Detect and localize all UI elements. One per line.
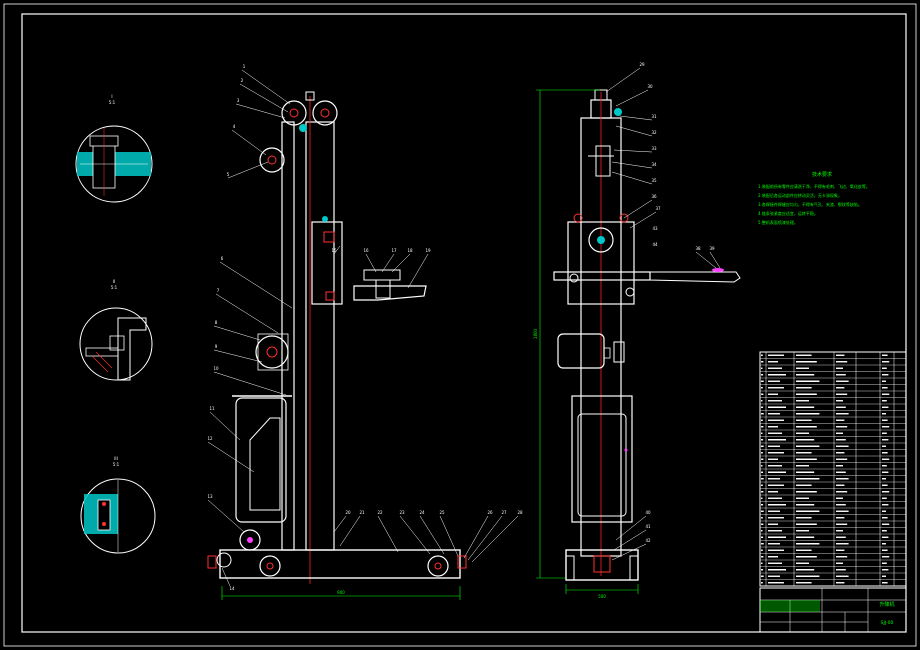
title-block: 升降机 SJJ-00 xyxy=(759,587,907,633)
side-view: 1800 500 29 30 31 32 33 34 35 36 37 38 39 40 41 42 43 4… xyxy=(533,62,741,599)
balloon-label: 44 xyxy=(652,242,658,247)
balloon-label: 11 xyxy=(209,406,215,411)
tech-req-line: 2.装配后各运动部件应转动灵活，无卡滞现象。 xyxy=(758,192,842,198)
balloon-label: 4 xyxy=(233,124,236,129)
detail-view-3: III 5:1 xyxy=(80,456,156,554)
detail-view-2: II 5:1 xyxy=(79,279,153,381)
balloon-label: 25 xyxy=(439,510,445,515)
balloon-label: 24 xyxy=(419,510,425,515)
balloon-label: 38 xyxy=(695,246,701,251)
balloon-label: 39 xyxy=(709,246,715,251)
balloon-label: 22 xyxy=(377,510,383,515)
balloon-label: 30 xyxy=(647,84,653,89)
balloon-label: 23 xyxy=(399,510,405,515)
front-dim-width: 900 xyxy=(337,590,345,595)
balloon-label: 18 xyxy=(407,248,413,253)
balloon-label: 43 xyxy=(652,226,658,231)
balloon-label: 28 xyxy=(517,510,523,515)
balloon-label: 32 xyxy=(651,130,657,135)
balloon-label: 35 xyxy=(651,178,657,183)
balloon-label: 10 xyxy=(213,366,219,371)
parts-list-table xyxy=(759,351,907,587)
detail-label: III xyxy=(114,456,118,461)
balloon-label: 13 xyxy=(207,494,213,499)
balloon-label: 16 xyxy=(363,248,369,253)
balloon-label: 6 xyxy=(221,256,224,261)
tech-req-line: 3.各焊接件焊缝应均匀，不得有气孔、夹渣、裂纹等缺陷。 xyxy=(758,201,862,207)
front-view: 900 xyxy=(207,64,523,600)
balloon-label: 27 xyxy=(501,510,507,515)
balloon-label: 26 xyxy=(487,510,493,515)
balloon-label: 1 xyxy=(243,64,246,69)
inner-border xyxy=(21,13,907,633)
balloon-label: 37 xyxy=(655,206,661,211)
tech-requirements: 技术要求 1.装配前所有零件应清洗干净，不得有毛刺、飞边、氧化皮等。 2.装配后… xyxy=(758,171,870,225)
detail-scale: 5:1 xyxy=(109,100,116,105)
tech-req-title: 技术要求 xyxy=(812,171,832,178)
balloon-label: 33 xyxy=(651,146,657,151)
balloon-label: 3 xyxy=(237,98,240,103)
detail-label: II xyxy=(113,279,115,284)
balloon-label: 29 xyxy=(639,62,645,67)
balloon-label: 5 xyxy=(227,172,230,177)
balloon-label: 2 xyxy=(241,78,244,83)
tech-req-line: 1.装配前所有零件应清洗干净，不得有毛刺、飞边、氧化皮等。 xyxy=(758,183,870,189)
balloon-label: 19 xyxy=(425,248,431,253)
detail-scale: 5:1 xyxy=(113,462,120,467)
balloon-label: 20 xyxy=(345,510,351,515)
drawing-title: 升降机 xyxy=(879,601,894,608)
side-dim-width: 500 xyxy=(598,594,606,599)
balloon-label: 31 xyxy=(651,114,657,119)
detail-view-1: I 5:1 xyxy=(75,94,153,203)
balloon-label: 14 xyxy=(229,586,235,591)
outer-border xyxy=(3,3,917,647)
tech-req-line: 4.链条张紧度应适宜，运转平稳。 xyxy=(758,210,818,216)
balloon-label: 7 xyxy=(217,288,220,293)
balloon-label: 9 xyxy=(215,344,218,349)
balloon-label: 8 xyxy=(215,320,218,325)
drawing-number: SJJ-00 xyxy=(881,620,894,626)
balloon-label: 12 xyxy=(207,436,213,441)
tech-req-line: 5.整机表面喷漆处理。 xyxy=(758,219,798,225)
balloon-label: 34 xyxy=(651,162,657,167)
balloon-label: 36 xyxy=(651,194,657,199)
balloon-label: 42 xyxy=(645,538,651,543)
balloon-label: 41 xyxy=(645,524,651,529)
balloon-label: 21 xyxy=(359,510,365,515)
detail-label: I xyxy=(111,94,112,99)
detail-scale: 5:1 xyxy=(111,285,118,290)
balloon-label: 15 xyxy=(331,248,337,253)
balloon-label: 40 xyxy=(645,510,651,515)
balloon-label: 17 xyxy=(391,248,397,253)
side-dim-height: 1800 xyxy=(533,328,538,339)
